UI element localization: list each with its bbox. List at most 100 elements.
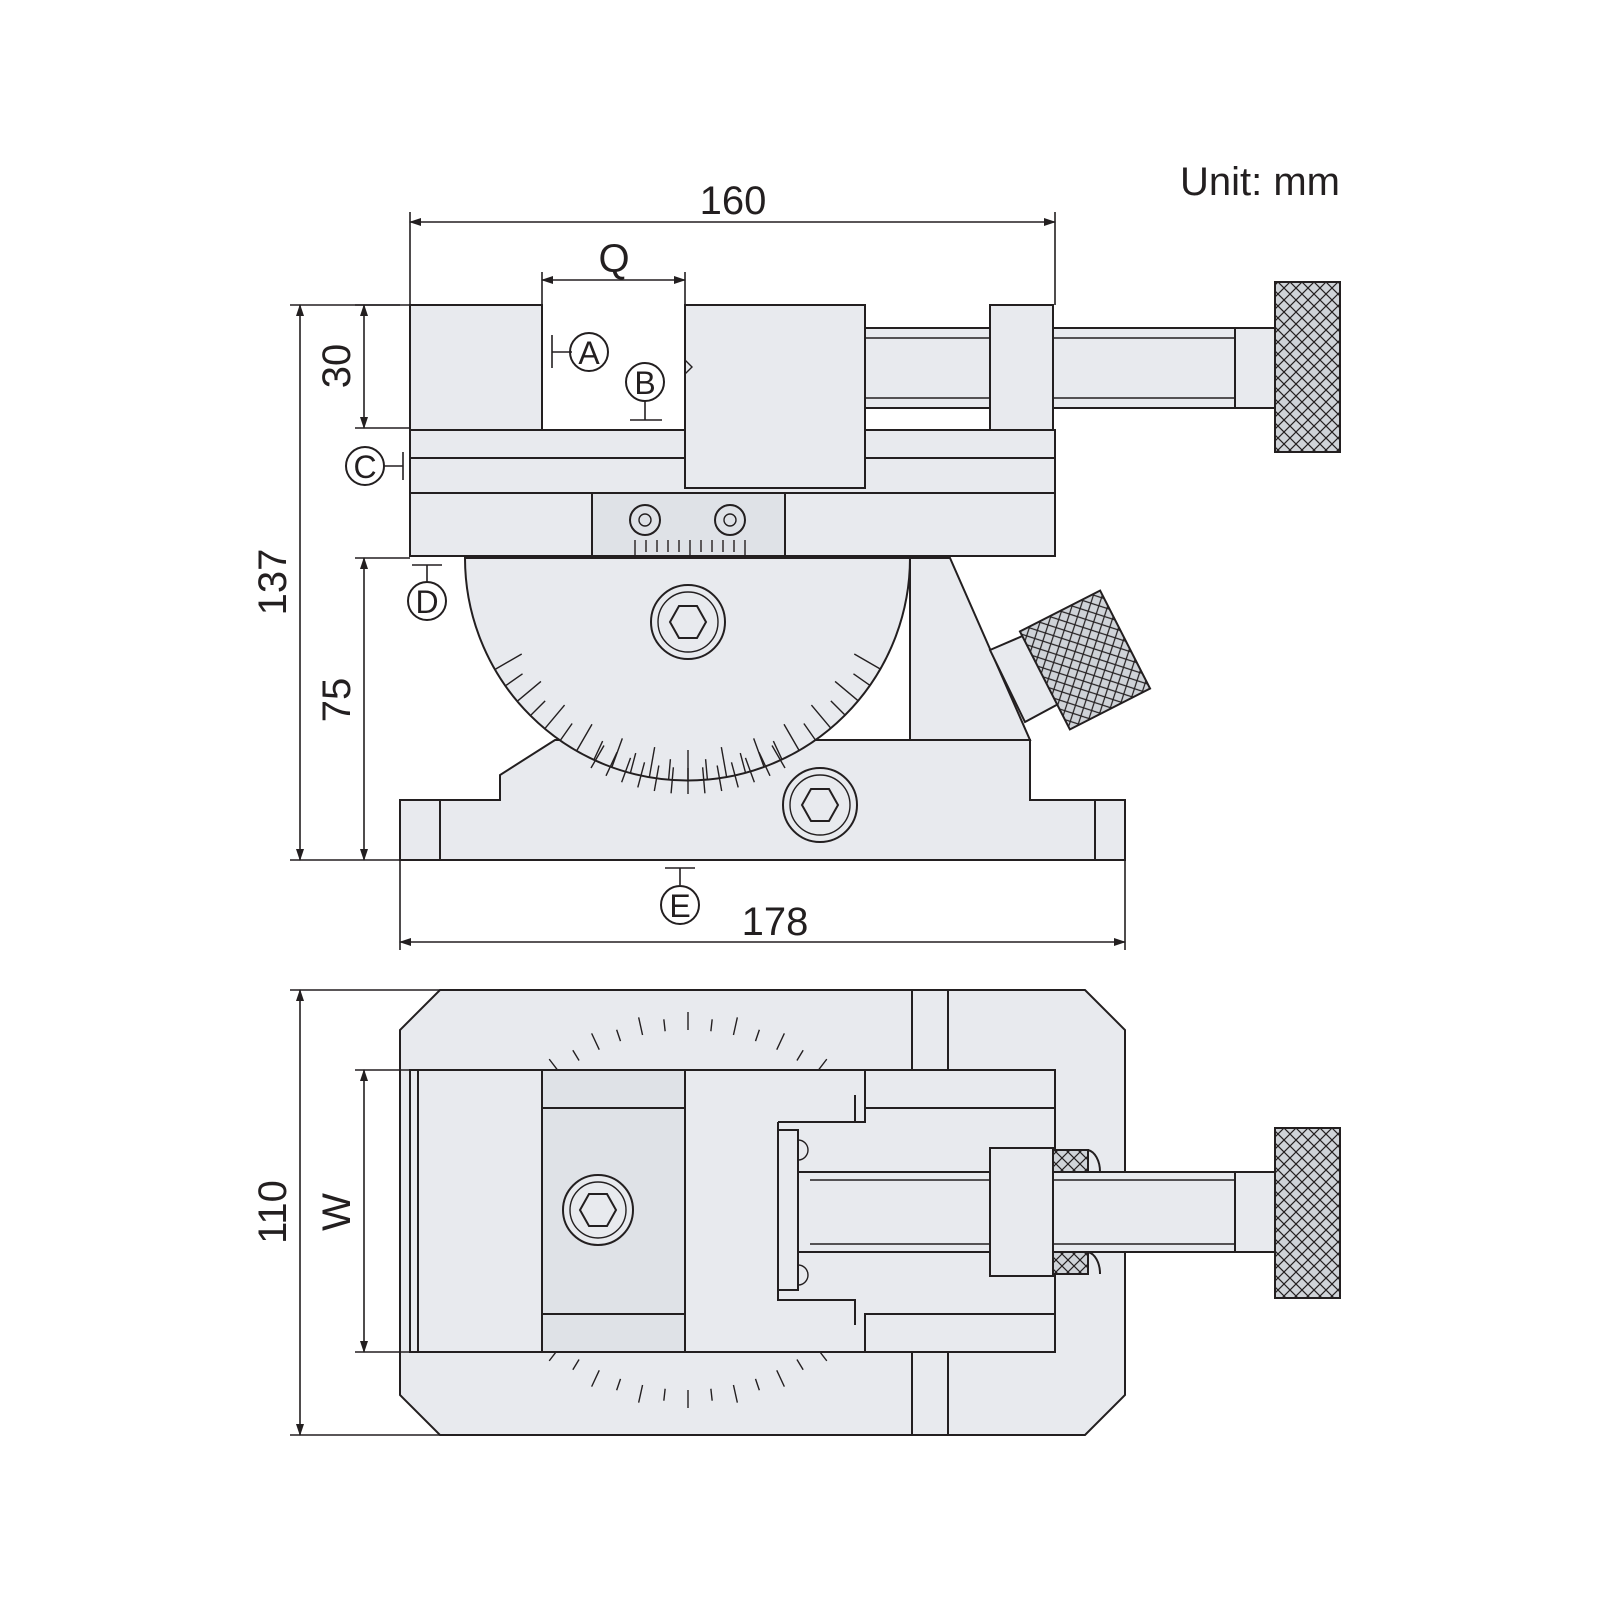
scale-tick (530, 700, 546, 716)
scale-tick (834, 680, 859, 702)
scale-tick (796, 1049, 804, 1061)
svg-text:B: B (634, 365, 655, 401)
scale-tick (572, 1049, 580, 1061)
dial-bolt (650, 584, 726, 660)
svg-text:178: 178 (742, 900, 809, 944)
side-support (909, 557, 1032, 741)
scale-tick (629, 752, 637, 773)
angle-dial (463, 557, 912, 782)
scale-tick (605, 751, 618, 777)
screw-collar (1234, 327, 1276, 409)
scale-tick (560, 723, 573, 741)
scale-tick (710, 1019, 713, 1032)
side-base (399, 739, 1126, 861)
scale-tick (783, 723, 800, 751)
scale-tick (544, 704, 566, 729)
scale-tick (772, 740, 783, 760)
scale-tick (796, 1359, 804, 1371)
scale-tick (744, 757, 756, 783)
scale-tick (732, 1384, 739, 1403)
scale-tick (593, 740, 604, 760)
scale-tick (591, 1033, 600, 1050)
scale-tick (730, 762, 739, 788)
dim-overall-height: 137 (251, 304, 400, 861)
scale-tick (803, 723, 816, 741)
dim-jaw-height: 30 (315, 304, 410, 429)
scale-tick (663, 1019, 666, 1032)
scale-tick (739, 752, 747, 773)
dial-scale-ticks (495, 653, 881, 794)
svg-text:160: 160 (700, 179, 767, 223)
scale-tick (615, 1378, 622, 1391)
scale-tick (758, 751, 771, 777)
scale-tick (591, 1370, 600, 1387)
guide-rod (864, 327, 991, 409)
svg-text:Q: Q (598, 237, 629, 281)
scale-tick (810, 704, 832, 729)
scale-tick (590, 745, 605, 769)
scale-tick (667, 759, 672, 780)
scale-tick (615, 1029, 622, 1042)
scale-tick (771, 745, 786, 769)
ref-mark-c: C (345, 446, 404, 486)
scale-tick (710, 1388, 713, 1401)
base-bolt (782, 767, 858, 843)
top-view: 110 W (251, 989, 1341, 1436)
scale-tick (670, 767, 675, 794)
dim-top-width: 160 (409, 179, 1056, 305)
scale-tick (517, 680, 542, 702)
scale-tick (776, 1033, 785, 1050)
unit-label: Unit: mm (1180, 160, 1340, 204)
scale-tick (732, 1017, 739, 1036)
handle-knob (1274, 281, 1341, 453)
scale-tick (620, 757, 632, 783)
ref-mark-a: A (551, 332, 609, 372)
scale-tick (716, 765, 723, 792)
scale-tick (853, 673, 871, 686)
svg-text:E: E (669, 888, 690, 924)
side-clamp-knob (1018, 589, 1152, 731)
svg-text:D: D (415, 584, 438, 620)
scale-tick (853, 653, 881, 670)
scale-tick (637, 1017, 644, 1036)
scale-tick (576, 723, 593, 751)
scale-tick (653, 765, 660, 792)
lead-screw (1052, 327, 1236, 409)
scale-tick (776, 1370, 785, 1387)
fixed-jaw (409, 304, 543, 431)
top-handle-knob (1274, 1127, 1341, 1299)
scale-tick (495, 653, 523, 670)
svg-text:137: 137 (251, 549, 295, 616)
dim-base-width: 110 (251, 989, 440, 1436)
scale-tick (648, 746, 656, 777)
scale-tick (663, 1388, 666, 1401)
scale-tick (830, 700, 846, 716)
svg-text:30: 30 (315, 344, 359, 389)
moving-jaw (684, 304, 866, 489)
scale-tick (704, 759, 709, 780)
svg-text:75: 75 (315, 678, 359, 723)
scale-tick (720, 746, 728, 777)
top-end-block (989, 1147, 1054, 1277)
dim-jaw-width: W (315, 1069, 410, 1353)
dim-base-height: 75 (315, 557, 410, 861)
ref-mark-b: B (625, 362, 665, 421)
scale-tick (701, 767, 706, 794)
svg-text:C: C (353, 449, 376, 485)
ref-mark-e: E (660, 867, 700, 925)
table-center-block (591, 492, 786, 557)
svg-text:110: 110 (251, 1180, 295, 1244)
ref-mark-d: D (407, 564, 447, 621)
svg-text:W: W (315, 1193, 359, 1231)
table-scale-ticks (634, 540, 746, 558)
scale-tick (637, 762, 646, 788)
scale-tick (637, 1384, 644, 1403)
dim-jaw-opening: Q (541, 237, 686, 305)
scale-tick (505, 673, 523, 686)
scale-tick (754, 1029, 761, 1042)
svg-text:A: A (578, 335, 600, 371)
side-view: A B C D E (251, 179, 1341, 950)
dim-base-length: 178 (399, 860, 1126, 950)
scale-tick (572, 1359, 580, 1371)
end-block (989, 304, 1054, 431)
